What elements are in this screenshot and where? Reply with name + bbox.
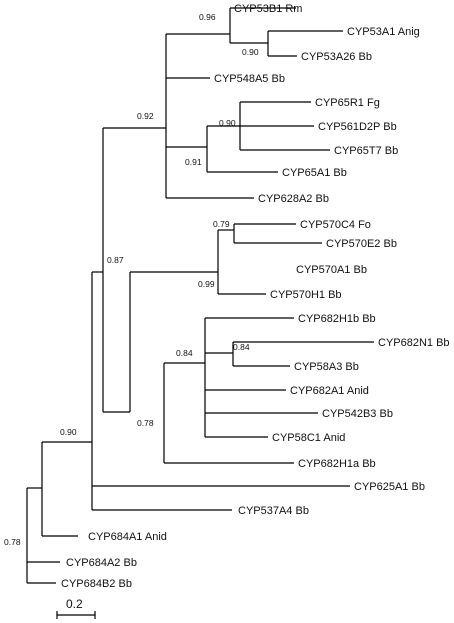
- support-value: 0.96: [199, 12, 216, 22]
- leaf-label: CYP682H1b Bb: [298, 313, 376, 325]
- leaf-label: CYP682A1 Anid: [290, 385, 369, 397]
- leaf-label: CYP684A2 Bb: [66, 557, 137, 569]
- support-value: 0.87: [107, 255, 124, 265]
- leaf-label: CYP684A1 Anid: [88, 531, 167, 543]
- leaf-label: CYP570A1 Bb: [296, 264, 367, 276]
- support-value: 0.92: [137, 111, 154, 121]
- leaf-labels: CYP53B1 Rm CYP53A1 Anig CYP53A26 Bb CYP5…: [61, 3, 450, 590]
- support-value: 0.90: [60, 427, 77, 437]
- leaf-label: CYP65A1 Bb: [282, 167, 347, 179]
- leaf-label: CYP682N1 Bb: [378, 337, 450, 349]
- leaf-label: CYP570H1 Bb: [270, 289, 342, 301]
- leaf-label: CYP537A4 Bb: [238, 505, 309, 517]
- leaf-label: CYP682H1a Bb: [298, 458, 376, 470]
- leaf-label: CYP548A5 Bb: [214, 73, 285, 85]
- leaf-label: CYP625A1 Bb: [354, 481, 425, 493]
- leaf-label: CYP684B2 Bb: [61, 578, 132, 590]
- tree-branches: [26, 7, 374, 584]
- support-value: 0.90: [219, 118, 236, 128]
- support-value: 0.84: [176, 348, 193, 358]
- support-value: 0.91: [185, 157, 202, 167]
- support-value: 0.78: [137, 418, 154, 428]
- leaf-label: CYP542B3 Bb: [322, 408, 393, 420]
- scale-bar-label: 0.2: [66, 597, 83, 611]
- support-value: 0.99: [198, 279, 215, 289]
- support-values: 0.96 0.90 0.92 0.90 0.91 0.87 0.79 0.99 …: [4, 12, 259, 547]
- scale-bar: 0.2: [56, 597, 96, 619]
- leaf-label: CYP570E2 Bb: [326, 238, 397, 250]
- leaf-label: CYP570C4 Fo: [300, 219, 371, 231]
- leaf-label: CYP65R1 Fg: [315, 97, 380, 109]
- leaf-label: CYP53B1 Rm: [234, 3, 302, 15]
- support-value: 0.90: [242, 47, 259, 57]
- leaf-label: CYP65T7 Bb: [334, 145, 398, 157]
- leaf-label: CYP53A26 Bb: [301, 51, 372, 63]
- support-value: 0.79: [213, 219, 230, 229]
- support-value: 0.84: [233, 342, 250, 352]
- support-value: 0.78: [4, 537, 21, 547]
- leaf-label: CYP58A3 Bb: [294, 361, 359, 373]
- leaf-label: CYP53A1 Anig: [347, 26, 420, 38]
- leaf-label: CYP628A2 Bb: [258, 193, 329, 205]
- leaf-label: CYP58C1 Anid: [272, 432, 345, 444]
- leaf-label: CYP561D2P Bb: [318, 121, 397, 133]
